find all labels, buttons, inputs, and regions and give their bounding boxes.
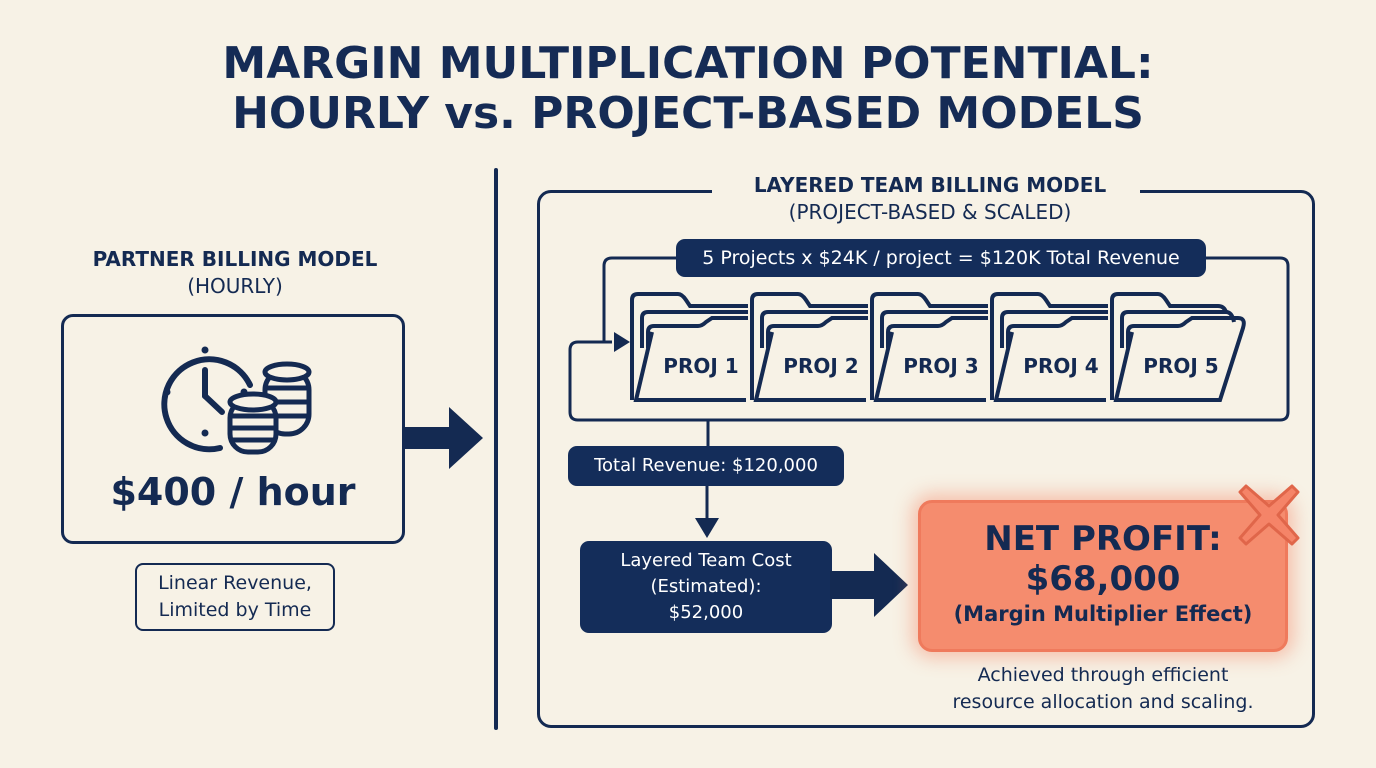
section-divider xyxy=(494,168,498,730)
folder-icon xyxy=(750,292,870,402)
partner-model-subtitle: (HOURLY) xyxy=(187,274,283,298)
project-3-label: PROJ 3 xyxy=(903,354,979,378)
net-profit-title: NET PROFIT: xyxy=(984,519,1222,559)
project-5-label: PROJ 5 xyxy=(1143,354,1219,378)
caption-line-1: Achieved through efficient xyxy=(977,664,1229,686)
hourly-rate-card xyxy=(61,314,405,544)
cost-line-3: $52,000 xyxy=(668,602,744,623)
arrow-down-icon xyxy=(695,486,719,538)
project-loop-diagram xyxy=(568,256,1290,446)
clock-ticks xyxy=(163,346,248,437)
partner-model-heading: PARTNER BILLING MODEL (HOURLY) xyxy=(40,246,430,300)
revenue-formula-badge: 5 Projects x $24K / project = $120K Tota… xyxy=(676,239,1206,277)
title-line-2: HOURLY vs. PROJECT-BASED MODELS xyxy=(232,88,1144,139)
title-line-1: MARGIN MULTIPLICATION POTENTIAL: xyxy=(222,38,1154,89)
total-revenue-badge: Total Revenue: $120,000 xyxy=(568,446,844,486)
clock-icon xyxy=(161,356,253,453)
team-cost-badge: Layered Team Cost (Estimated): $52,000 xyxy=(580,541,832,633)
caption-line-2: resource allocation and scaling. xyxy=(952,691,1254,713)
folder-icon xyxy=(990,292,1110,402)
note-line-2: Limited by Time xyxy=(158,599,312,621)
layered-model-heading: LAYERED TEAM BILLING MODEL (PROJECT-BASE… xyxy=(600,172,1260,226)
project-2-label: PROJ 2 xyxy=(783,354,859,378)
linear-revenue-note: Linear Revenue, Limited by Time xyxy=(135,563,335,631)
folder-icon-last xyxy=(1110,292,1246,402)
folder-icon xyxy=(870,292,990,402)
profit-caption: Achieved through efficient resource allo… xyxy=(918,662,1288,716)
partner-model-title: PARTNER BILLING MODEL xyxy=(92,247,378,271)
coin-stack-icon xyxy=(227,361,312,455)
cost-line-2: (Estimated): xyxy=(650,576,762,597)
project-4-label: PROJ 4 xyxy=(1023,354,1099,378)
loop-arrowhead xyxy=(614,332,630,352)
net-profit-value: $68,000 xyxy=(1025,559,1181,599)
heading-backdrop xyxy=(712,170,1140,210)
project-1-label: PROJ 1 xyxy=(663,354,739,378)
note-line-1: Linear Revenue, xyxy=(158,572,312,594)
cost-line-1: Layered Team Cost xyxy=(620,550,792,571)
folder-icon xyxy=(630,292,750,402)
layered-model-subtitle: (PROJECT-BASED & SCALED) xyxy=(788,200,1072,224)
net-profit-subtitle: (Margin Multiplier Effect) xyxy=(953,602,1253,626)
arrow-right-icon xyxy=(405,407,483,469)
layered-model-title: LAYERED TEAM BILLING MODEL xyxy=(753,173,1107,197)
net-profit-card: NET PROFIT: $68,000 (Margin Multiplier E… xyxy=(918,500,1288,652)
arrow-right-icon xyxy=(830,553,908,617)
clock-coins-illustration xyxy=(161,346,312,455)
project-folders xyxy=(630,292,1246,402)
x-mark-icon xyxy=(1238,484,1300,546)
hourly-rate: $400 / hour xyxy=(110,470,356,514)
